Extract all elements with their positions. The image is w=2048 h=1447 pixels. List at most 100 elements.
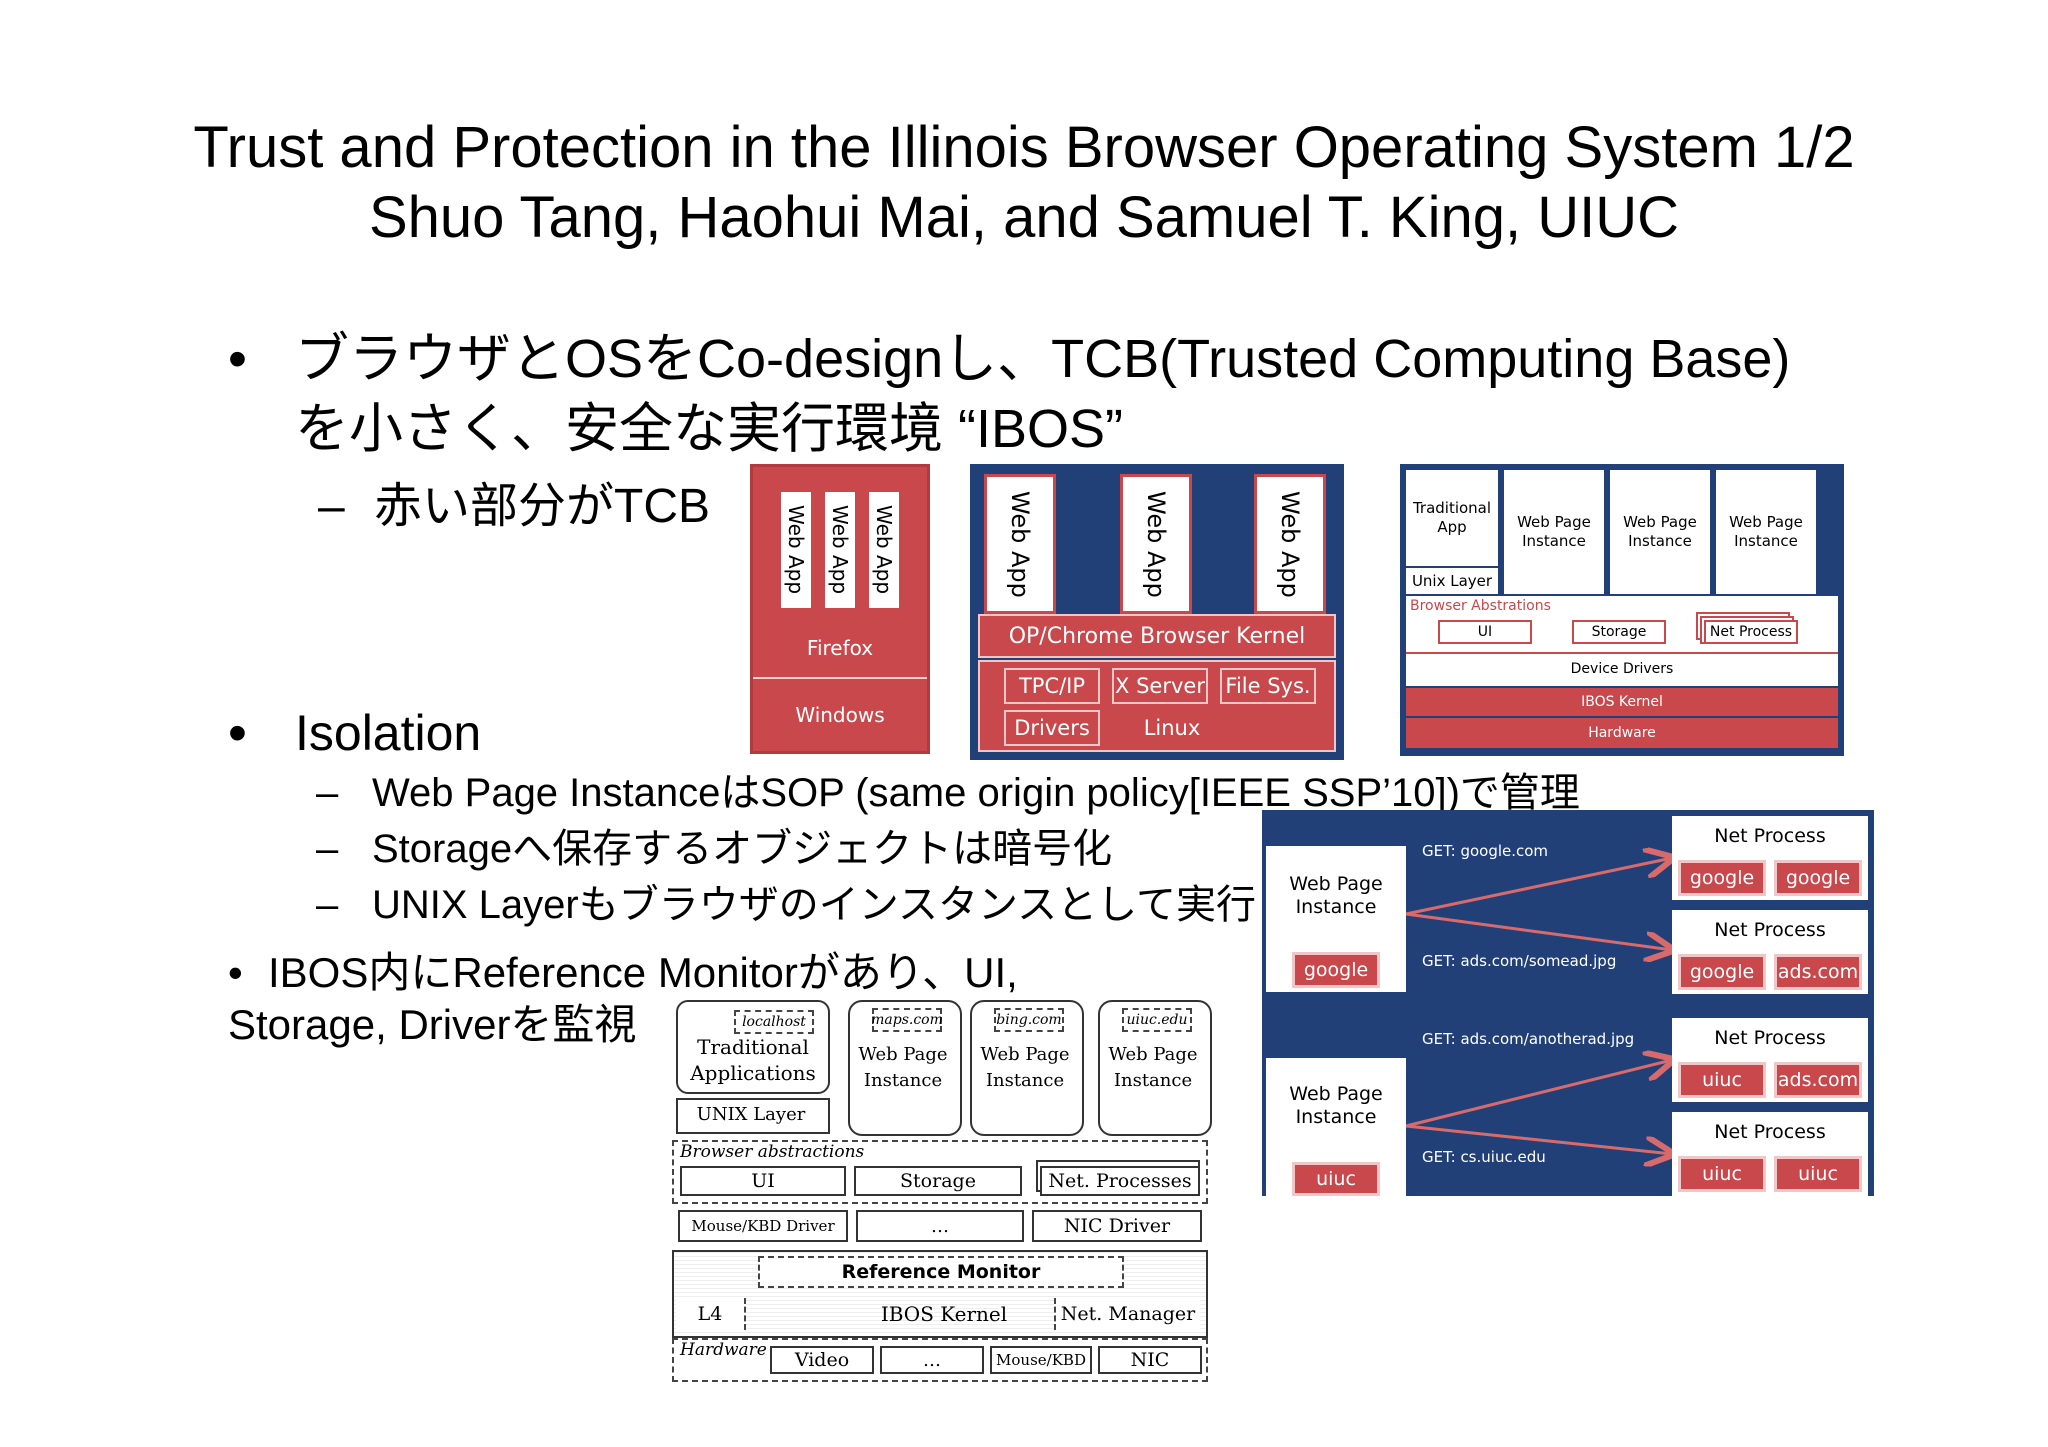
origin-tag-maps: maps.com bbox=[871, 1008, 943, 1032]
instance-label: Web Page Instance bbox=[1289, 1083, 1383, 1128]
bullet-dot: • bbox=[228, 703, 247, 763]
reference-monitor-diagram: localhost Traditional Applications UNIX … bbox=[672, 994, 1212, 1382]
slide-title-line2: Shuo Tang, Haohui Mai, and Samuel T. Kin… bbox=[368, 185, 1680, 250]
isolation-item-2: Storageへ保存するオブジェクトは暗号化 bbox=[372, 827, 1113, 871]
net-manager-box: Net. Manager bbox=[1054, 1298, 1200, 1330]
l4-box: L4 bbox=[676, 1298, 746, 1330]
instance-label: Web Page Instance bbox=[858, 1044, 948, 1091]
hardware-box: Hardware bbox=[1406, 718, 1838, 748]
origin-tag: ads.com bbox=[1774, 954, 1862, 990]
origin-tag: google bbox=[1774, 860, 1862, 896]
linux-label: Linux bbox=[1143, 716, 1201, 740]
request-label: GET: google.com bbox=[1422, 842, 1549, 860]
storage-box: Storage bbox=[1572, 620, 1666, 644]
filesys-box: File Sys. bbox=[1220, 668, 1316, 704]
web-page-instance-uiuc: Web Page Instance uiuc bbox=[1266, 1058, 1406, 1198]
linux-kernel-area: TPC/IP X Server File Sys. Drivers Linux bbox=[978, 660, 1336, 752]
ibos-architecture-diagram: Traditional App Unix Layer Web Page Inst… bbox=[1400, 464, 1844, 756]
net-process-box: Net Process google ads.com bbox=[1672, 910, 1868, 994]
bullet-2: Isolation bbox=[295, 705, 482, 761]
origin-tag: google bbox=[1678, 954, 1766, 990]
net-process-box: Net Process google google bbox=[1672, 816, 1868, 900]
browser-abstractions-area: Browser Abstrations UI Storage Net Proce… bbox=[1406, 596, 1838, 686]
origin-tag-bing: bing.com bbox=[994, 1008, 1064, 1032]
web-page-instance-box: bing.com Web Page Instance bbox=[970, 1000, 1084, 1136]
isolation-item-3: UNIX Layerもブラウザのインスタンスとして実行 bbox=[372, 883, 1256, 927]
nic-box: NIC bbox=[1098, 1346, 1202, 1374]
net-process-isolation-diagram: Web Page Instance google Web Page Instan… bbox=[1262, 810, 1874, 1198]
web-page-instance-box: maps.com Web Page Instance bbox=[848, 1000, 962, 1136]
xserver-box: X Server bbox=[1112, 668, 1208, 704]
net-process-label: Net Process bbox=[1714, 1121, 1826, 1143]
sub-dash: – bbox=[318, 480, 345, 533]
hardware-label: Hardware bbox=[680, 1340, 767, 1360]
arrow-ads bbox=[1405, 912, 1672, 950]
layer-divider bbox=[1406, 652, 1838, 654]
arrow-uiuc bbox=[1405, 1124, 1672, 1154]
origin-tag-google: google bbox=[1292, 952, 1380, 988]
bullet-dot: • bbox=[228, 949, 243, 996]
tcpip-box: TPC/IP bbox=[1004, 668, 1100, 704]
sub-dash: – bbox=[316, 771, 339, 815]
instance-label: Web Page Instance bbox=[1289, 873, 1383, 918]
browser-kernel-box: OP/Chrome Browser Kernel bbox=[978, 614, 1336, 658]
net-processes-box: Net. Processes bbox=[1040, 1166, 1200, 1196]
origin-tag: ads.com bbox=[1774, 1062, 1862, 1098]
slide-title-line1: Trust and Protection in the Illinois Bro… bbox=[193, 115, 1855, 180]
bullet-1-sub: 赤い部分がTCB bbox=[374, 480, 711, 533]
ibos-kernel-box: IBOS Kernel bbox=[1406, 688, 1838, 716]
device-drivers-box: Device Drivers bbox=[1570, 661, 1674, 677]
origin-tag-uiuc: uiuc bbox=[1292, 1162, 1380, 1196]
traditional-apps-box: localhost Traditional Applications bbox=[676, 1000, 830, 1094]
ibos-kernel-label: IBOS Kernel bbox=[880, 1302, 1008, 1326]
request-arrows bbox=[1405, 810, 1874, 1196]
hardware-ellipsis-box: … bbox=[880, 1346, 984, 1374]
instance-label: Web Page Instance bbox=[1108, 1044, 1198, 1091]
web-app-box: Web App bbox=[1254, 474, 1326, 614]
web-page-instance-box: Web Page Instance bbox=[1610, 470, 1710, 594]
unix-layer-label: UNIX Layer bbox=[696, 1103, 806, 1125]
bullet-3-line1: IBOS内にReference Monitorがあり、UI, bbox=[268, 949, 1018, 996]
web-page-instance-box: uiuc.edu Web Page Instance bbox=[1098, 1000, 1212, 1136]
web-app-box: Web App bbox=[822, 489, 858, 611]
request-label: GET: ads.com/somead.jpg bbox=[1422, 952, 1617, 970]
unix-layer-box: UNIX Layer bbox=[676, 1098, 830, 1134]
ui-box: UI bbox=[1438, 620, 1532, 644]
bullet-1-line1: ブラウザとOSをCo-designし、TCB(Trusted Computing… bbox=[295, 329, 1791, 389]
net-process-label: Net Process bbox=[1714, 919, 1826, 941]
origin-tag: uiuc bbox=[1678, 1062, 1766, 1098]
browser-abstractions-label: Browser Abstrations bbox=[1410, 598, 1551, 614]
bullet-3-line2: Storage, Driverを監視 bbox=[228, 1001, 637, 1048]
ibos-kernel-area: Reference Monitor L4 IBOS Kernel Net. Ma… bbox=[672, 1250, 1208, 1338]
drivers-box: Drivers bbox=[1004, 710, 1100, 746]
storage-box: Storage bbox=[854, 1166, 1022, 1196]
ui-box: UI bbox=[680, 1166, 846, 1196]
traditional-app-box: Traditional App bbox=[1406, 470, 1498, 566]
web-app-box: Web App bbox=[778, 489, 814, 611]
traditional-apps-label: Traditional Applications bbox=[690, 1035, 816, 1085]
hardware-area: Hardware Video … Mouse/KBD NIC bbox=[672, 1338, 1208, 1382]
unix-layer-box: Unix Layer bbox=[1406, 568, 1498, 594]
reference-monitor-box: Reference Monitor bbox=[758, 1256, 1124, 1288]
origin-tag-localhost: localhost bbox=[734, 1010, 814, 1034]
video-box: Video bbox=[770, 1346, 874, 1374]
web-app-box: Web App bbox=[866, 489, 902, 611]
arrow-ads-2 bbox=[1405, 1060, 1672, 1128]
web-app-box: Web App bbox=[984, 474, 1056, 614]
browser-abstractions-area: Browser abstractions UI Storage Net. Pro… bbox=[672, 1140, 1208, 1204]
nic-driver-box: NIC Driver bbox=[1032, 1210, 1202, 1242]
windows-label: Windows bbox=[795, 703, 885, 727]
net-process-label: Net Process bbox=[1714, 825, 1826, 847]
web-page-instance-box: Web Page Instance bbox=[1504, 470, 1604, 594]
request-label: GET: ads.com/anotherad.jpg bbox=[1422, 1030, 1635, 1048]
isolation-item-1: Web Page InstanceはSOP (same origin polic… bbox=[372, 771, 1580, 815]
sub-dash: – bbox=[316, 883, 339, 927]
arrow-google bbox=[1405, 858, 1672, 916]
web-page-instance-google: Web Page Instance google bbox=[1266, 846, 1406, 992]
firefox-label: Firefox bbox=[806, 636, 874, 660]
bullet-dot: • bbox=[228, 329, 247, 389]
browser-abstractions-label: Browser abstractions bbox=[680, 1142, 865, 1162]
net-process-box: Net Process bbox=[1704, 620, 1798, 644]
origin-tag: google bbox=[1678, 860, 1766, 896]
request-label: GET: cs.uiuc.edu bbox=[1422, 1148, 1546, 1166]
